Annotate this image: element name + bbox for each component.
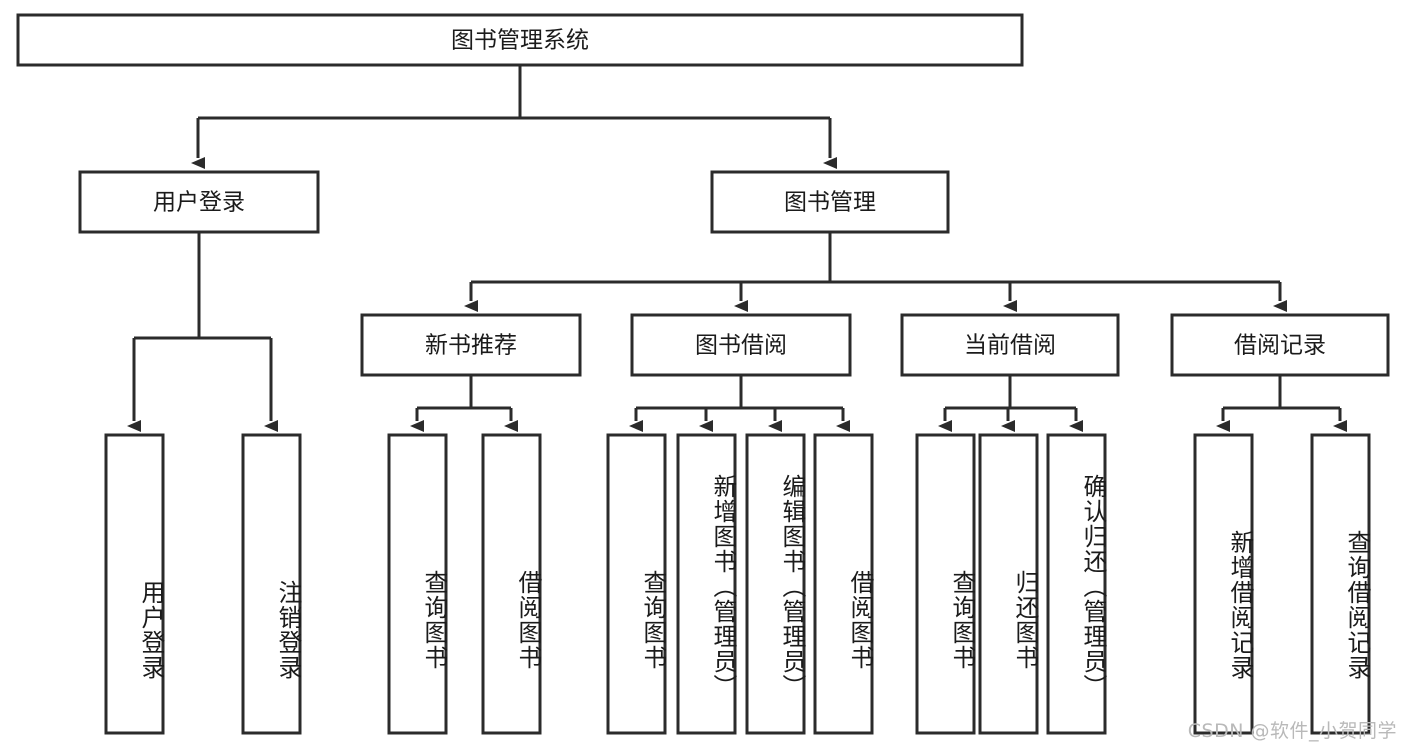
node-new-book-recommend-label: 新书推荐 — [425, 333, 517, 359]
leaf-rect-group — [104, 433, 1371, 735]
node-book-manage[interactable]: 图书管理 — [710, 170, 950, 234]
node-borrow-record-rect[interactable] — [1170, 313, 1390, 377]
leaf-rect-confirm-return[interactable] — [1046, 433, 1107, 735]
node-borrow-record-label: 借阅记录 — [1234, 333, 1326, 359]
leaf-rect-return-book[interactable] — [978, 433, 1039, 735]
leaf-rect-query-book-b[interactable] — [606, 433, 667, 735]
leaf-rect-add-record[interactable] — [1193, 433, 1254, 735]
node-root[interactable]: 图书管理系统 — [16, 13, 1024, 67]
connector-group-new-book — [410, 375, 518, 432]
node-borrow-record[interactable]: 借阅记录 — [1170, 313, 1390, 377]
node-book-manage-label: 图书管理 — [784, 190, 876, 216]
node-new-book-recommend[interactable]: 新书推荐 — [360, 313, 582, 377]
node-new-book-recommend-rect[interactable] — [360, 313, 582, 377]
node-user-login[interactable]: 用户登录 — [78, 170, 320, 234]
leaf-rect-user-logout[interactable] — [241, 433, 302, 735]
leaf-rect-borrow-book-b[interactable] — [813, 433, 874, 735]
node-current-borrow[interactable]: 当前借阅 — [900, 313, 1120, 377]
leaf-rect-edit-book[interactable] — [745, 433, 806, 735]
node-user-login-label: 用户登录 — [153, 190, 245, 216]
connector-group-book-manage — [464, 232, 1287, 312]
node-root-label: 图书管理系统 — [451, 28, 589, 54]
node-user-login-rect[interactable] — [78, 170, 320, 234]
node-root-rect[interactable] — [16, 13, 1024, 67]
leaf-rect-add-book[interactable] — [676, 433, 737, 735]
watermark-text: CSDN @软件_小贺同学 — [1187, 720, 1397, 742]
leaf-rect-query-book-c[interactable] — [915, 433, 976, 735]
node-book-manage-rect[interactable] — [710, 170, 950, 234]
connector-group-current-borrow — [938, 375, 1083, 432]
node-book-borrow-label: 图书借阅 — [695, 333, 787, 359]
node-book-borrow[interactable]: 图书借阅 — [630, 313, 852, 377]
node-current-borrow-rect[interactable] — [900, 313, 1120, 377]
leaf-rect-query-record[interactable] — [1310, 433, 1371, 735]
connector-group-book-borrow — [629, 375, 850, 432]
node-current-borrow-label: 当前借阅 — [964, 333, 1056, 359]
node-book-borrow-rect[interactable] — [630, 313, 852, 377]
connector-group-root — [191, 65, 837, 169]
connector-group-user-login — [127, 232, 278, 432]
connector-group-borrow-record — [1216, 375, 1347, 432]
leaf-rect-query-book-a[interactable] — [387, 433, 448, 735]
leaf-rect-user-login[interactable] — [104, 433, 165, 735]
leaf-rect-borrow-book-a[interactable] — [481, 433, 542, 735]
